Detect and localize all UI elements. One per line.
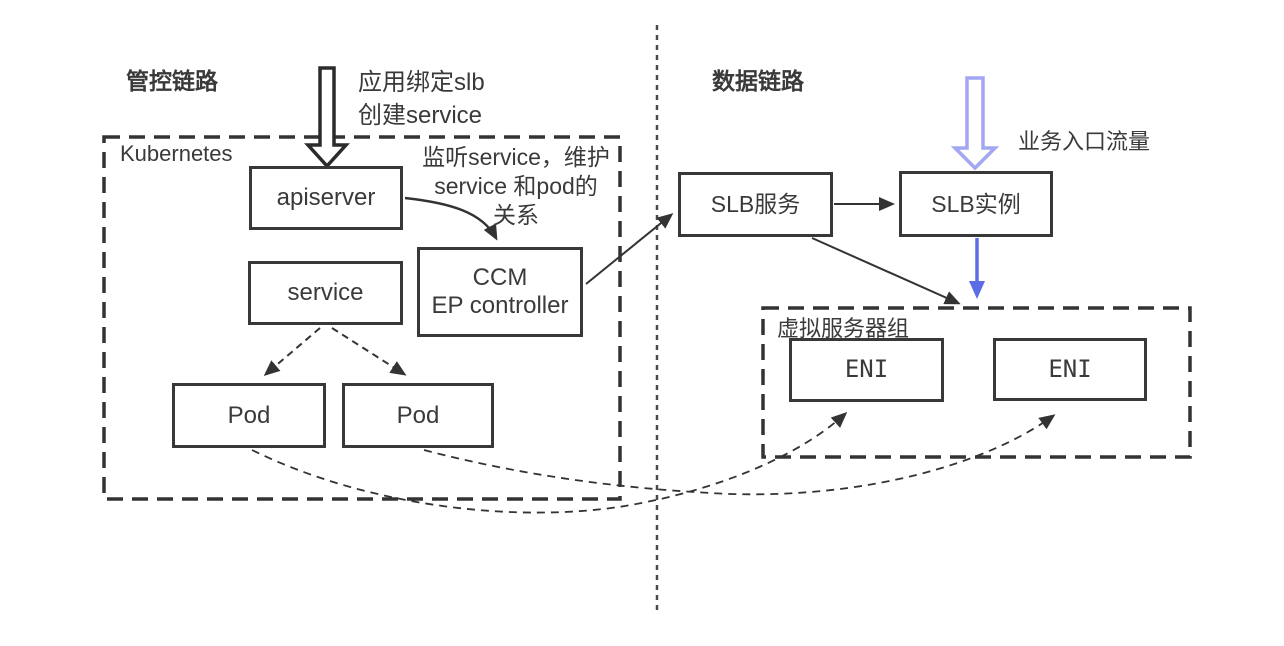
slb-instance-node-label: SLB实例 [931, 190, 1021, 217]
ccm-ep-controller-node: CCM EP controller [417, 247, 583, 337]
edge-pod-right-to-eni-right [423, 414, 1056, 496]
control-link-title: 管控链路 [126, 68, 218, 94]
app-bind-annotation-line1: 应用绑定slb [358, 69, 485, 96]
pod-right-node: Pod [342, 383, 494, 448]
watch-service-annotation-line1: 监听service，维护 [422, 144, 610, 170]
data-link-title: 数据链路 [712, 68, 804, 94]
pod-left-node: Pod [172, 383, 326, 448]
app-bind-block-arrow [304, 66, 350, 169]
apiserver-node-label: apiserver [276, 184, 376, 212]
pod-left-node-label: Pod [227, 401, 271, 429]
eni-right-node-label: ENI [1048, 354, 1092, 383]
ingress-traffic-block-arrow [950, 76, 1000, 171]
eni-left-node-label: ENI [844, 355, 889, 384]
kubernetes-group-label: Kubernetes [120, 141, 233, 166]
ccm-node-label-line1: CCM [472, 264, 528, 292]
slb-instance-node: SLB实例 [899, 171, 1053, 237]
app-bind-annotation: 应用绑定slb 创建service [358, 66, 485, 132]
edge-service-to-pod-left [263, 327, 321, 376]
ccm-node-label-line2: EP controller [431, 292, 569, 319]
eni-right-node: ENI [993, 338, 1147, 401]
eni-left-node: ENI [789, 338, 944, 402]
slb-service-node-label: SLB服务 [710, 191, 801, 218]
edge-pod-left-to-eni-left [251, 411, 848, 514]
ingress-traffic-annotation: 业务入口流量 [1018, 129, 1151, 154]
watch-service-annotation-line3: 关系 [493, 202, 539, 228]
virtual-server-group-label: 虚拟服务器组 [777, 316, 910, 341]
watch-service-annotation: 监听service，维护 service 和pod的 关系 [408, 143, 624, 230]
edge-service-to-pod-right [331, 327, 407, 376]
watch-service-annotation-line2: service 和pod的 [434, 173, 598, 199]
apiserver-node: apiserver [249, 166, 403, 230]
kubernetes-group-border [102, 135, 622, 501]
service-node: service [248, 261, 403, 325]
slb-service-node: SLB服务 [678, 172, 833, 237]
edge-apiserver-to-ccm [404, 196, 498, 241]
app-bind-annotation-line2: 创建service [358, 102, 483, 129]
pod-right-node-label: Pod [396, 401, 440, 429]
service-node-label: service [287, 279, 364, 307]
edge-slb-service-to-vsg [811, 237, 961, 305]
edge-ccm-to-slb-service [585, 213, 674, 285]
